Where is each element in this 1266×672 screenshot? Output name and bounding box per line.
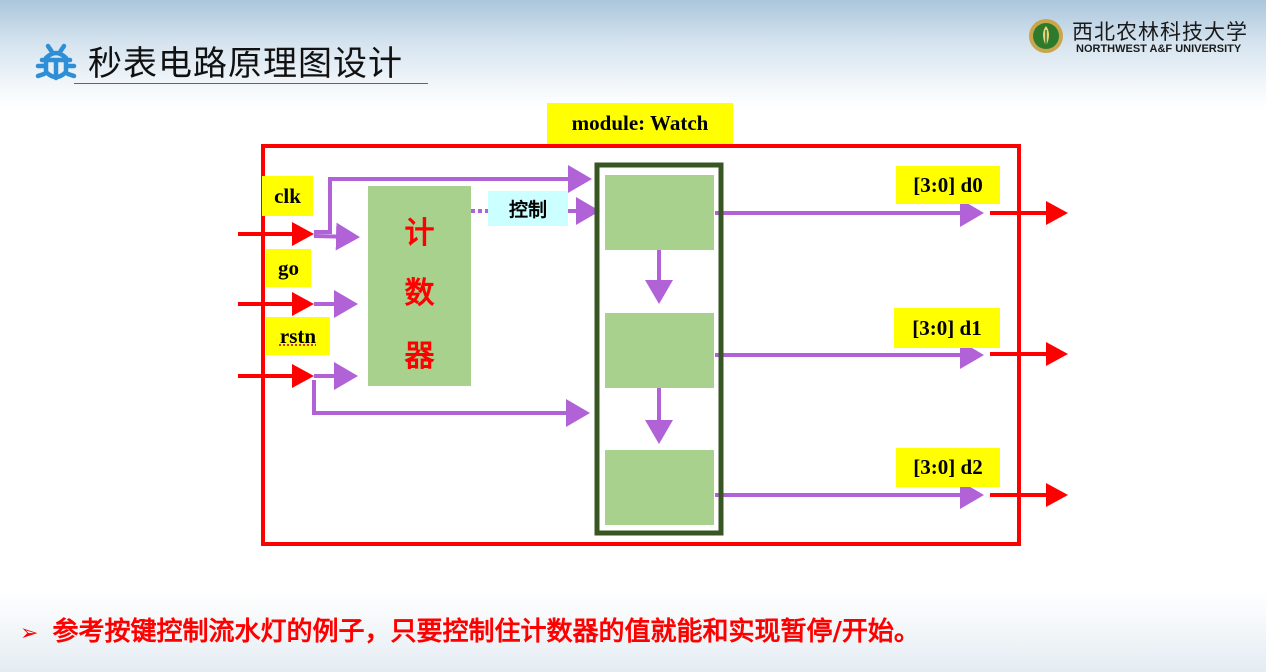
footer-bullet-text: 参考按键控制流水灯的例子，只要控制住计数器的值就能和实现暂停/开始。 [52,617,920,647]
register-d2 [605,450,714,525]
university-name-en: NORTHWEST A&F UNIVERSITY [1076,43,1242,55]
register-group-frame [594,162,724,536]
footer-background [0,592,1266,672]
d1-output-label: [3:0] d1 [894,308,1000,348]
counter-block: 计 数 器 [368,186,471,386]
bug-icon [35,43,77,81]
page-title: 秒表电路原理图设计 [88,44,403,84]
register-d1 [605,313,714,388]
rstn-to-regs-wire [312,380,590,427]
university-logo: 西北农林科技大学 NORTHWEST A&F UNIVERSITY [1028,16,1258,60]
university-emblem-icon [1029,19,1063,53]
counter-char-1: 计 [404,216,435,251]
counter-char-2: 数 [404,276,435,311]
footer-bullet: ➢ 参考按键控制流水灯的例子，只要控制住计数器的值就能和实现暂停/开始。 [20,611,920,648]
go-label: go [266,249,311,287]
university-name-cn: 西北农林科技大学 [1072,20,1248,44]
module-boundary [261,144,1021,546]
module-name-label: module: Watch [547,103,733,144]
d0-output-label: [3:0] d0 [896,166,1000,204]
arrow-bullet-icon: ➢ [20,621,39,646]
d2-output-label: [3:0] d2 [896,448,1000,487]
register-d0 [605,175,714,250]
clk-label: clk [262,176,313,216]
clk-to-regs-wire [314,165,592,234]
control-label: 控制 [488,191,568,226]
clk-to-counter-wire [313,222,360,251]
title-underline [74,83,428,84]
header-background [0,0,1266,110]
rstn-label: rstn [266,317,330,355]
counter-char-3: 器 [404,339,435,374]
